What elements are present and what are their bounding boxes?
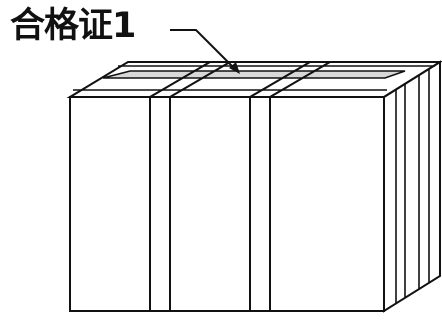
- top-strap-a-left: [149, 61, 211, 98]
- certificate-label: 合格证1: [10, 6, 136, 46]
- front-face: [69, 96, 385, 312]
- callout-leader-line: [170, 29, 237, 71]
- side-face: [383, 60, 441, 313]
- top-face: [66, 61, 442, 98]
- top-strap-a-right: [169, 61, 231, 98]
- top-strap-b-left: [249, 61, 311, 98]
- top-tape-band: [102, 70, 406, 79]
- callout-arrowhead: [229, 62, 240, 74]
- top-strap-b-right: [269, 61, 331, 98]
